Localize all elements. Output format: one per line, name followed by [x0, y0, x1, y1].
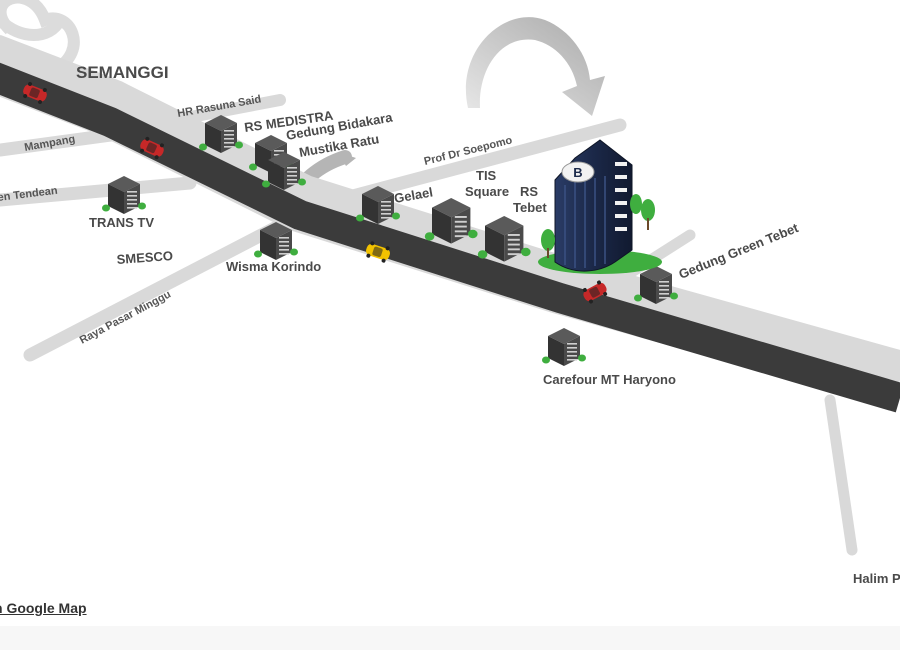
district-label-semanggi: SEMANGGI — [76, 63, 169, 82]
tree-icon — [541, 194, 655, 258]
place-label-carefour: Carefour MT Haryono — [543, 372, 676, 387]
place-label-rs-tebet-2: Tebet — [513, 200, 547, 215]
place-label-tis-2: Square — [465, 184, 509, 199]
google-map-link[interactable]: n Google Map — [0, 600, 87, 616]
place-label-gelael: Gelael — [393, 184, 434, 206]
building-tis-square-icon — [424, 198, 478, 244]
place-label-trans-tv: TRANS TV — [89, 215, 154, 230]
building-rs-tebet-icon — [477, 216, 531, 262]
destination-arrow — [465, 17, 605, 116]
place-label-halim: Halim P — [853, 571, 900, 586]
place-label-tis-1: TIS — [476, 168, 497, 183]
place-label-rs-tebet-1: RS — [520, 184, 538, 199]
building-rs-medistra-icon — [199, 115, 243, 153]
main-road — [0, 34, 900, 413]
footer-bar — [0, 626, 900, 650]
building-carefour-icon — [542, 328, 586, 366]
destination-tower-icon: B — [538, 139, 662, 274]
street-label-mampang: Mampang — [23, 133, 76, 154]
destination-tower-letter: B — [573, 165, 582, 180]
place-label-gedung-green-tebet: Gedung Green Tebet — [677, 220, 802, 282]
place-label-wisma-korindo: Wisma Korindo — [226, 259, 321, 274]
place-label-smesco: SMESCO — [116, 248, 173, 267]
